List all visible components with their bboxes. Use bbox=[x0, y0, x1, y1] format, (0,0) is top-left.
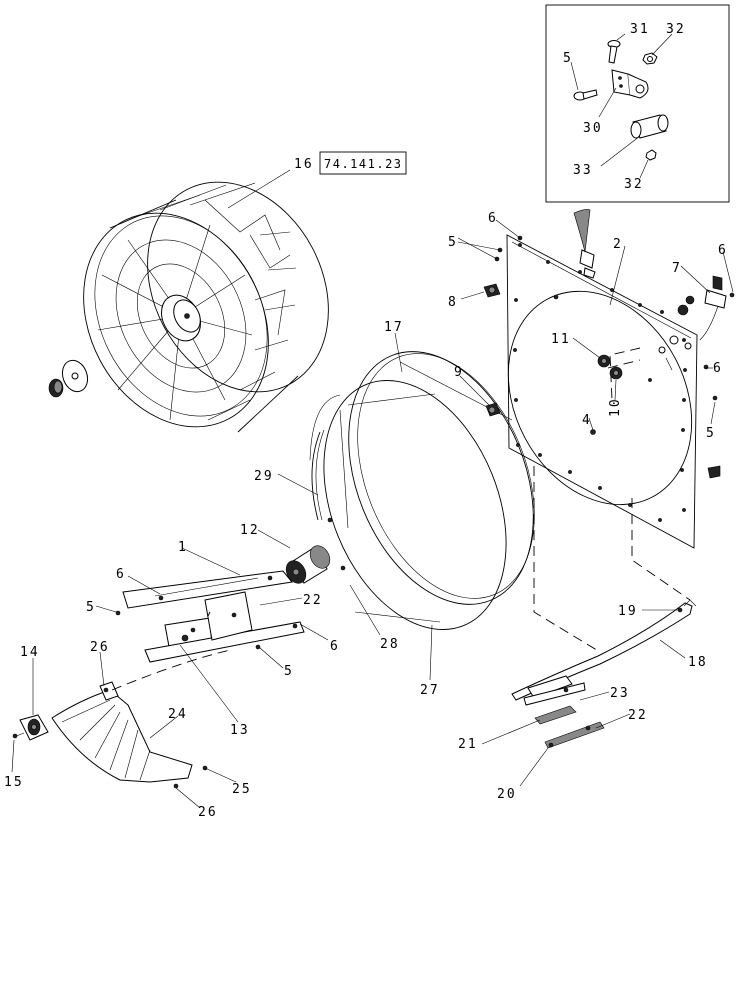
callout-2: 2 bbox=[613, 237, 623, 252]
callout-24: 24 bbox=[168, 707, 188, 722]
rod-18 bbox=[511, 599, 697, 706]
callout-6-right-top: 6 bbox=[718, 243, 728, 258]
nut-10 bbox=[609, 366, 623, 380]
callout-31: 31 bbox=[630, 22, 650, 37]
hub-nut bbox=[48, 378, 64, 398]
fan-guard-16 bbox=[83, 181, 329, 433]
callout-10: 10 bbox=[608, 397, 623, 417]
callout-28: 28 bbox=[380, 637, 400, 652]
callout-4: 4 bbox=[582, 413, 592, 428]
plate-20 bbox=[544, 721, 605, 749]
callout-26-top: 26 bbox=[90, 640, 110, 655]
callout-22-right: 22 bbox=[628, 708, 648, 723]
callout-5-lower: 5 bbox=[284, 664, 294, 679]
fitting-9 bbox=[485, 402, 501, 417]
roller-33 bbox=[630, 114, 669, 139]
clamp-parts bbox=[677, 295, 721, 479]
callout-5-inset: 5 bbox=[563, 51, 573, 66]
callout-5-right: 5 bbox=[706, 426, 716, 441]
callout-17: 17 bbox=[384, 320, 404, 335]
callout-12: 12 bbox=[240, 523, 260, 538]
nut-11 bbox=[597, 354, 611, 368]
callout-32-top: 32 bbox=[666, 22, 686, 37]
callout-32-bottom: 32 bbox=[624, 177, 644, 192]
detail-inset bbox=[545, 4, 730, 203]
fitting-8 bbox=[483, 283, 501, 298]
callout-27: 27 bbox=[420, 683, 440, 698]
slide-23 bbox=[534, 705, 577, 725]
callout-1: 1 bbox=[178, 540, 188, 555]
mount-bracket-1 bbox=[122, 570, 293, 609]
nut-32-top bbox=[642, 52, 658, 65]
dashed-bracket-links bbox=[111, 611, 231, 691]
callout-6-right: 6 bbox=[713, 361, 723, 376]
dashed-leaders bbox=[533, 347, 691, 653]
reference-text: 74.141.23 bbox=[324, 157, 403, 171]
callout-7: 7 bbox=[672, 261, 682, 276]
callout-16: 16 bbox=[294, 157, 314, 172]
callout-9: 9 bbox=[454, 365, 464, 380]
ring-17 bbox=[339, 351, 535, 605]
hub-14 bbox=[13, 714, 49, 741]
left-bolts bbox=[12, 517, 346, 739]
callout-21: 21 bbox=[458, 737, 478, 752]
callout-29: 29 bbox=[254, 469, 274, 484]
motor-12 bbox=[285, 545, 331, 584]
callout-6-left: 6 bbox=[116, 567, 126, 582]
callout-6-mid: 6 bbox=[330, 639, 340, 654]
bracket-7 bbox=[699, 275, 727, 341]
callout-8: 8 bbox=[448, 295, 458, 310]
callout-25: 25 bbox=[232, 782, 252, 797]
deflector-24 bbox=[51, 681, 193, 783]
callout-15: 15 bbox=[4, 775, 24, 790]
callout-5-left: 5 bbox=[86, 600, 96, 615]
callout-6-top: 6 bbox=[488, 211, 498, 226]
bolt-5-inset bbox=[573, 89, 598, 101]
shroud-panel-2 bbox=[506, 234, 698, 549]
bolt-31 bbox=[607, 40, 621, 64]
hub-plate bbox=[61, 359, 89, 393]
seal-29 bbox=[309, 394, 341, 521]
bracket-30 bbox=[611, 69, 649, 99]
callout-33: 33 bbox=[573, 163, 593, 178]
callout-30: 30 bbox=[583, 121, 603, 136]
callout-18: 18 bbox=[688, 655, 708, 670]
callout-11: 11 bbox=[551, 332, 571, 347]
callouts: 16 1 2 4 5 5 5 5 5 6 6 6 6 6 7 8 9 10 11… bbox=[4, 22, 728, 820]
callout-19: 19 bbox=[618, 604, 638, 619]
callout-22-left: 22 bbox=[303, 593, 323, 608]
band-27 bbox=[323, 380, 507, 630]
callout-26-bottom: 26 bbox=[198, 805, 218, 820]
reference-box: 74.141.23 bbox=[319, 151, 407, 175]
callout-23: 23 bbox=[610, 686, 630, 701]
callout-5-panel: 5 bbox=[448, 235, 458, 250]
callout-14: 14 bbox=[20, 645, 40, 660]
mount-bracket-13 bbox=[144, 591, 305, 663]
callout-20: 20 bbox=[497, 787, 517, 802]
callout-13: 13 bbox=[230, 723, 250, 738]
leader-lines bbox=[11, 169, 734, 809]
nut-32-bottom bbox=[645, 149, 657, 161]
strip-top bbox=[573, 209, 591, 253]
